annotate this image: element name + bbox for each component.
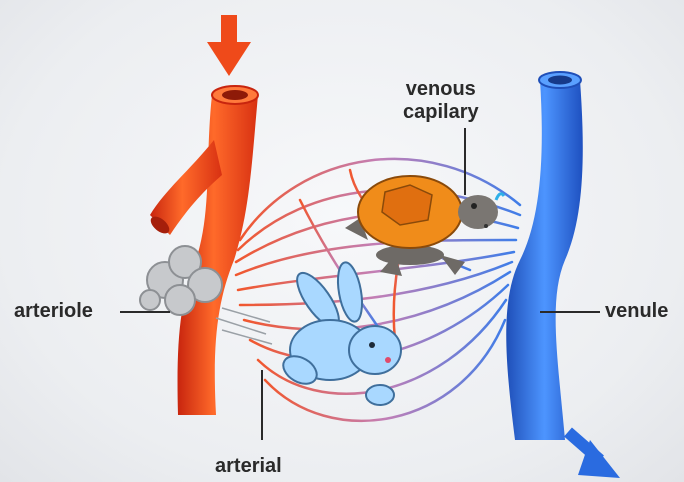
arterial-label: arterial	[215, 455, 282, 478]
venous-capillary-label-line1: venous	[403, 78, 479, 101]
arrow-in-icon	[207, 15, 251, 76]
venous-capillary-label: venous capilary	[403, 78, 479, 124]
venule-vessel	[506, 72, 583, 440]
arteriole-label: arteriole	[14, 300, 93, 323]
motion-lines	[216, 308, 272, 344]
rabbit-icon	[278, 261, 401, 405]
venule-label: venule	[605, 300, 668, 323]
turtle-icon	[345, 176, 504, 276]
arrow-out-icon	[568, 432, 620, 478]
arteriole-vessel	[148, 86, 258, 415]
venous-capillary-label-line2: capilary	[403, 101, 479, 124]
